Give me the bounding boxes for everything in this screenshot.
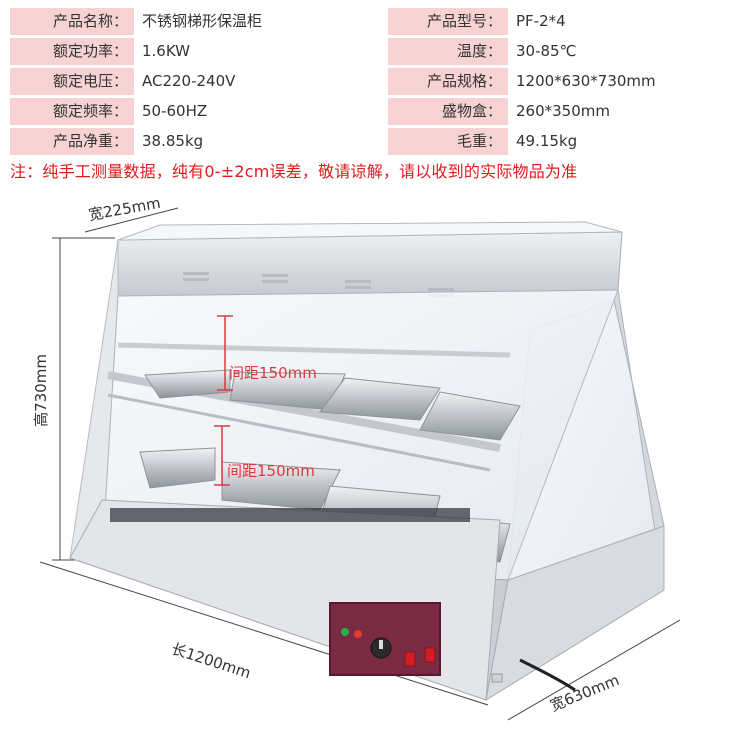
- spec-value: 1.6KW: [134, 38, 382, 65]
- control-panel: [329, 602, 441, 676]
- spec-row: 额定电压： AC220-240V 产品规格： 1200*630*730mm: [10, 68, 742, 95]
- spec-row: 额定频率： 50-60HZ 盛物盒： 260*350mm: [10, 98, 742, 125]
- power-indicator-icon: [341, 628, 349, 636]
- spec-label: 毛重：: [388, 128, 508, 155]
- spec-row: 产品净重： 38.85kg 毛重： 49.15kg: [10, 128, 742, 155]
- dimension-lines: [39, 207, 681, 721]
- spec-label: 盛物盒：: [388, 98, 508, 125]
- spec-value: 49.15kg: [508, 128, 742, 155]
- spacing-markers: [214, 315, 233, 486]
- heat-indicator-icon: [354, 630, 362, 638]
- upper-trays: [144, 369, 521, 441]
- spec-value: 260*350mm: [508, 98, 742, 125]
- spec-value: 1200*630*730mm: [508, 68, 742, 95]
- spec-label: 产品净重：: [10, 128, 134, 155]
- spec-label: 产品名称：: [10, 8, 134, 35]
- rocker-switch-icon: [404, 651, 416, 667]
- spec-row: 产品名称： 不锈钢梯形保温柜 产品型号： PF-2*4: [10, 8, 742, 35]
- spec-label: 产品型号：: [388, 8, 508, 35]
- spec-value: 38.85kg: [134, 128, 382, 155]
- lower-spacing-label: 间距150mm: [227, 462, 315, 480]
- height-label: 高730mm: [31, 354, 50, 427]
- upper-spacing-label: 间距150mm: [229, 364, 317, 382]
- spec-table: 产品名称： 不锈钢梯形保温柜 产品型号： PF-2*4 额定功率： 1.6KW …: [10, 8, 742, 158]
- spec-row: 额定功率： 1.6KW 温度： 30-85℃: [10, 38, 742, 65]
- warmer-cabinet-illustration: [39, 207, 681, 721]
- spec-label: 产品规格：: [388, 68, 508, 95]
- spec-value: 不锈钢梯形保温柜: [134, 8, 382, 35]
- spec-value: PF-2*4: [508, 8, 742, 35]
- spec-label: 温度：: [388, 38, 508, 65]
- spec-label: 额定功率：: [10, 38, 134, 65]
- rocker-switch-icon: [424, 647, 436, 663]
- spec-value: 50-60HZ: [134, 98, 382, 125]
- spec-value: AC220-240V: [134, 68, 382, 95]
- spec-label: 额定电压：: [10, 68, 134, 95]
- spec-value: 30-85℃: [508, 38, 742, 65]
- spec-label: 额定频率：: [10, 98, 134, 125]
- measurement-note: 注：纯手工测量数据，纯有0-±2cm误差，敬请谅解，请以收到的实际物品为准: [10, 162, 578, 181]
